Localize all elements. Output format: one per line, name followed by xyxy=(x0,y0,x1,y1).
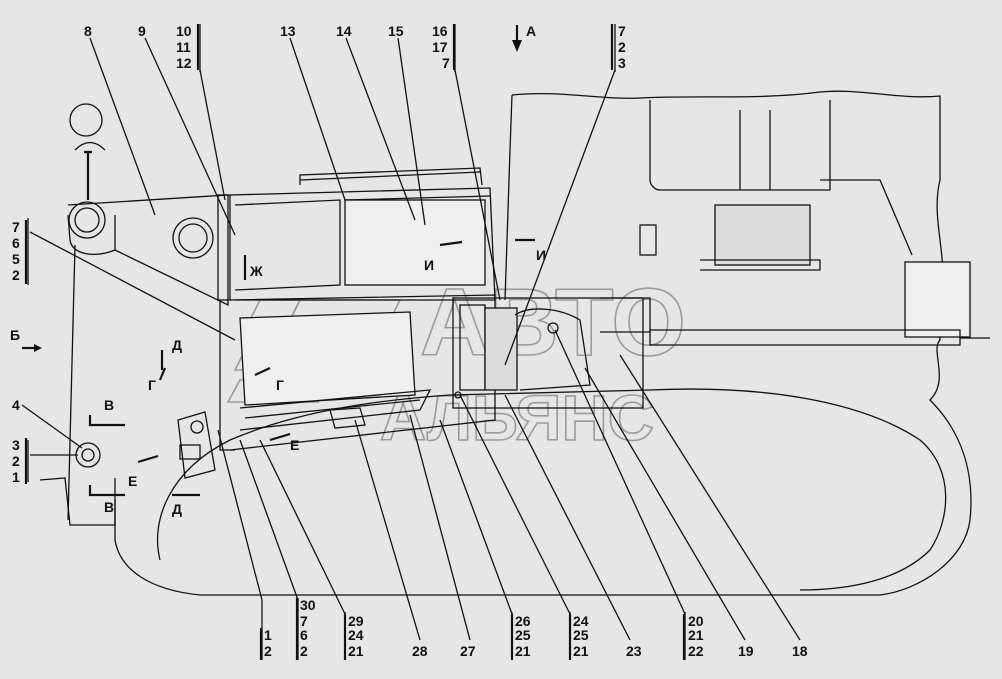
label-29: 29 xyxy=(348,613,364,629)
label-7-left: 7 xyxy=(12,219,20,235)
label-23: 23 xyxy=(626,643,642,659)
label-21-bottom-b: 21 xyxy=(515,643,531,659)
section-marks xyxy=(22,25,535,497)
section-E-left: Е xyxy=(128,473,137,489)
label-21-bottom-d: 21 xyxy=(688,627,704,643)
label-1-bottom: 1 xyxy=(264,627,272,643)
label-13: 13 xyxy=(280,23,296,39)
label-1-left: 1 xyxy=(12,469,20,485)
left-bracket xyxy=(39,103,229,526)
section-G-right: Г xyxy=(276,377,284,393)
label-12: 12 xyxy=(176,55,192,71)
label-2-left: 2 xyxy=(12,267,20,283)
section-label-A: А xyxy=(526,23,536,39)
label-7-right: 7 xyxy=(618,23,626,39)
label-16: 16 xyxy=(432,23,448,39)
label-24-bottom: 24 xyxy=(348,627,364,643)
chassis-outline xyxy=(114,90,990,596)
label-3-left: 3 xyxy=(12,437,20,453)
label-3-right: 3 xyxy=(618,55,626,71)
label-24-bottom-b: 24 xyxy=(573,613,589,629)
bottom-callouts: 1 2 30 7 6 2 29 24 21 28 27 26 25 21 24 … xyxy=(264,597,808,659)
section-I-left: И xyxy=(424,257,434,273)
label-26: 26 xyxy=(515,613,531,629)
label-18: 18 xyxy=(792,643,808,659)
label-2-bottom-b: 2 xyxy=(300,643,308,659)
label-27: 27 xyxy=(460,643,476,659)
label-7-bottom: 7 xyxy=(300,613,308,629)
label-30: 30 xyxy=(300,597,316,613)
label-14: 14 xyxy=(336,23,352,39)
label-25-bottom: 25 xyxy=(515,627,531,643)
label-20: 20 xyxy=(688,613,704,629)
label-25-bottom-b: 25 xyxy=(573,627,589,643)
section-V-bottom: В xyxy=(104,499,114,515)
main-box xyxy=(177,167,644,479)
label-11: 11 xyxy=(176,39,191,55)
label-9: 9 xyxy=(138,23,146,39)
label-21-bottom-c: 21 xyxy=(573,643,589,659)
label-2-left-b: 2 xyxy=(12,453,20,469)
section-D-top: Д xyxy=(172,337,182,353)
label-6-bottom: 6 xyxy=(300,627,308,643)
label-bars xyxy=(24,24,686,660)
section-label-B: Б xyxy=(10,327,20,343)
label-4: 4 xyxy=(12,397,20,413)
label-7-top: 7 xyxy=(442,55,450,71)
label-10: 10 xyxy=(176,23,192,39)
section-letters: В В Г Г Д Д Е Е Ж И И xyxy=(104,247,546,517)
label-21-bottom: 21 xyxy=(348,643,364,659)
label-8: 8 xyxy=(84,23,92,39)
section-E-right: Е xyxy=(290,437,299,453)
left-callouts: 7 6 5 2 Б 4 3 2 1 xyxy=(10,219,20,485)
section-I-right: И xyxy=(536,247,546,263)
section-D-bottom: Д xyxy=(172,501,182,517)
label-2-right: 2 xyxy=(618,39,626,55)
label-5-left: 5 xyxy=(12,251,20,267)
label-22: 22 xyxy=(688,643,704,659)
label-15: 15 xyxy=(388,23,404,39)
section-V-top: В xyxy=(104,397,114,413)
label-2-bottom: 2 xyxy=(264,643,272,659)
label-28: 28 xyxy=(412,643,428,659)
top-callouts: 8 9 10 11 12 13 14 15 16 17 7 А 7 2 3 xyxy=(84,23,626,71)
label-6-left: 6 xyxy=(12,235,20,251)
leader-lines xyxy=(21,24,801,660)
section-G-left: Г xyxy=(148,377,156,393)
section-ZH: Ж xyxy=(249,263,263,279)
label-19: 19 xyxy=(738,643,754,659)
label-17: 17 xyxy=(432,39,448,55)
